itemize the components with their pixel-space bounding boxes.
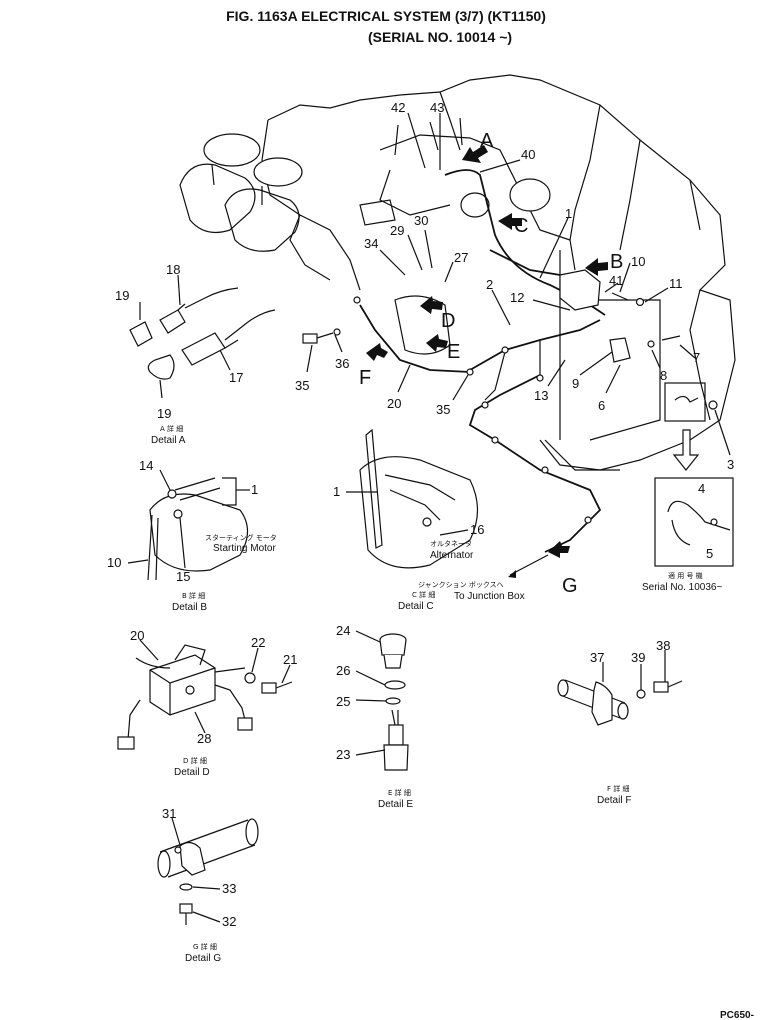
- callout-32: 32: [222, 914, 236, 929]
- callout-39: 39: [631, 650, 645, 665]
- bolt-35-36: [302, 296, 361, 344]
- callout-25: 25: [336, 694, 350, 709]
- callout-37: 37: [590, 650, 604, 665]
- callout-29: 29: [390, 223, 404, 238]
- callout-16: 16: [470, 522, 484, 537]
- leader-lines: [306, 112, 731, 456]
- callout-12: 12: [510, 290, 524, 305]
- callout-10: 10: [631, 254, 645, 269]
- detail-e-caption: Detail E: [378, 799, 413, 810]
- callout-14: 14: [139, 458, 153, 473]
- callout-6: 6: [598, 398, 605, 413]
- detail-b: 14 1 10 15 スターティング モータ Starting Motor B …: [107, 458, 277, 613]
- callout-30: 30: [414, 213, 428, 228]
- callout-40: 40: [521, 147, 535, 162]
- callout-35-right: 35: [436, 402, 450, 417]
- detail-d-jp: D 詳 細: [183, 756, 207, 765]
- callout-31: 31: [162, 806, 176, 821]
- callout-28: 28: [197, 731, 211, 746]
- engine-illustration: [179, 74, 736, 567]
- callout-5: 5: [706, 546, 713, 561]
- detail-e-jp: E 詳 細: [388, 788, 411, 797]
- view-letter-e: E: [447, 341, 460, 363]
- serial-caption: Serial No. 10036~: [642, 582, 722, 593]
- detail-d: 20 22 21 28 D 詳 細 Detail D: [117, 628, 297, 778]
- serial-caption-jp: 適 用 号 機: [668, 571, 703, 580]
- view-arrows: A C B D E F G: [359, 130, 623, 597]
- callout-21: 21: [283, 652, 297, 667]
- callout-17: 17: [229, 370, 243, 385]
- callout-13: 13: [534, 388, 548, 403]
- callout-1: 1: [565, 206, 572, 221]
- callout-8: 8: [660, 368, 667, 383]
- detail-a: 18 19 17 19 A 詳 細 Detail A: [115, 262, 276, 446]
- detail-f-jp: F 詳 細: [607, 784, 629, 793]
- figure-subtitle: (SERIAL NO. 10014 ~): [368, 29, 512, 45]
- callout-41: 41: [609, 273, 623, 288]
- callout-23: 23: [336, 747, 350, 762]
- detail-c-jp: C 詳 細: [412, 590, 435, 599]
- callout-43: 43: [430, 100, 444, 115]
- junction-box-label: To Junction Box: [454, 591, 525, 602]
- callout-15: 15: [176, 569, 190, 584]
- callout-19-bottom: 19: [157, 406, 171, 421]
- callout-1-detail-b: 1: [251, 482, 258, 497]
- callout-22: 22: [251, 635, 265, 650]
- callout-34: 34: [364, 236, 378, 251]
- alternator-label: Alternator: [430, 550, 474, 561]
- junction-box-jp: ジャンクション ボックスへ: [418, 581, 504, 589]
- callout-33: 33: [222, 881, 236, 896]
- detail-a-jp: A 詳 細: [160, 424, 183, 433]
- drawing-code: PC650-: [720, 1010, 754, 1020]
- alternator-jp: オルタネータ: [430, 539, 472, 548]
- callout-20-main: 20: [387, 396, 401, 411]
- view-letter-d: D: [441, 310, 455, 332]
- detail-c-caption: Detail C: [398, 601, 434, 612]
- callout-18: 18: [166, 262, 180, 277]
- callout-27: 27: [454, 250, 468, 265]
- callout-3: 3: [727, 457, 734, 472]
- detail-b-jp: B 詳 細: [182, 591, 205, 600]
- callout-26: 26: [336, 663, 350, 678]
- callout-10-detail-b: 10: [107, 555, 121, 570]
- view-letter-a: A: [480, 130, 494, 152]
- figure-title: FIG. 1163A ELECTRICAL SYSTEM (3/7) (KT11…: [226, 8, 546, 24]
- detail-a-caption: Detail A: [151, 435, 186, 446]
- view-letter-g: G: [562, 575, 578, 597]
- callout-9: 9: [572, 376, 579, 391]
- detail-b-caption: Detail B: [172, 602, 207, 613]
- view-letter-f: F: [359, 367, 371, 389]
- callout-38: 38: [656, 638, 670, 653]
- detail-c: 1 16 オルタネータ Alternator C 詳 細 Detail C ジャ…: [333, 428, 549, 612]
- callout-1-detail-c: 1: [333, 484, 340, 499]
- callout-11: 11: [669, 276, 683, 291]
- starting-motor-jp: スターティング モータ: [205, 533, 277, 542]
- callout-42: 42: [391, 100, 405, 115]
- view-letter-b: B: [610, 251, 623, 273]
- callout-19-top: 19: [115, 288, 129, 303]
- detail-g-jp: G 詳 細: [193, 942, 217, 951]
- view-letter-c: C: [514, 215, 528, 237]
- detail-f-caption: Detail F: [597, 795, 631, 806]
- detail-e: 24 26 25 23 E 詳 細 Detail E: [336, 623, 413, 810]
- callout-36: 36: [335, 356, 349, 371]
- callout-2: 2: [486, 277, 493, 292]
- callout-4: 4: [698, 481, 705, 496]
- main-callouts: 42 43 40 1 30 29 34 27 2 12 41 10 11 7 8…: [295, 100, 734, 561]
- callout-7: 7: [693, 350, 700, 365]
- detail-g: 31 33 32 G 詳 細 Detail G: [157, 806, 259, 964]
- starting-motor-label: Starting Motor: [213, 543, 276, 554]
- detail-d-caption: Detail D: [174, 767, 210, 778]
- callout-20-detail-d: 20: [130, 628, 144, 643]
- callout-35-left: 35: [295, 378, 309, 393]
- detail-f: 37 39 38 F 詳 細 Detail F: [557, 638, 683, 806]
- detail-g-caption: Detail G: [185, 953, 221, 964]
- callout-24: 24: [336, 623, 350, 638]
